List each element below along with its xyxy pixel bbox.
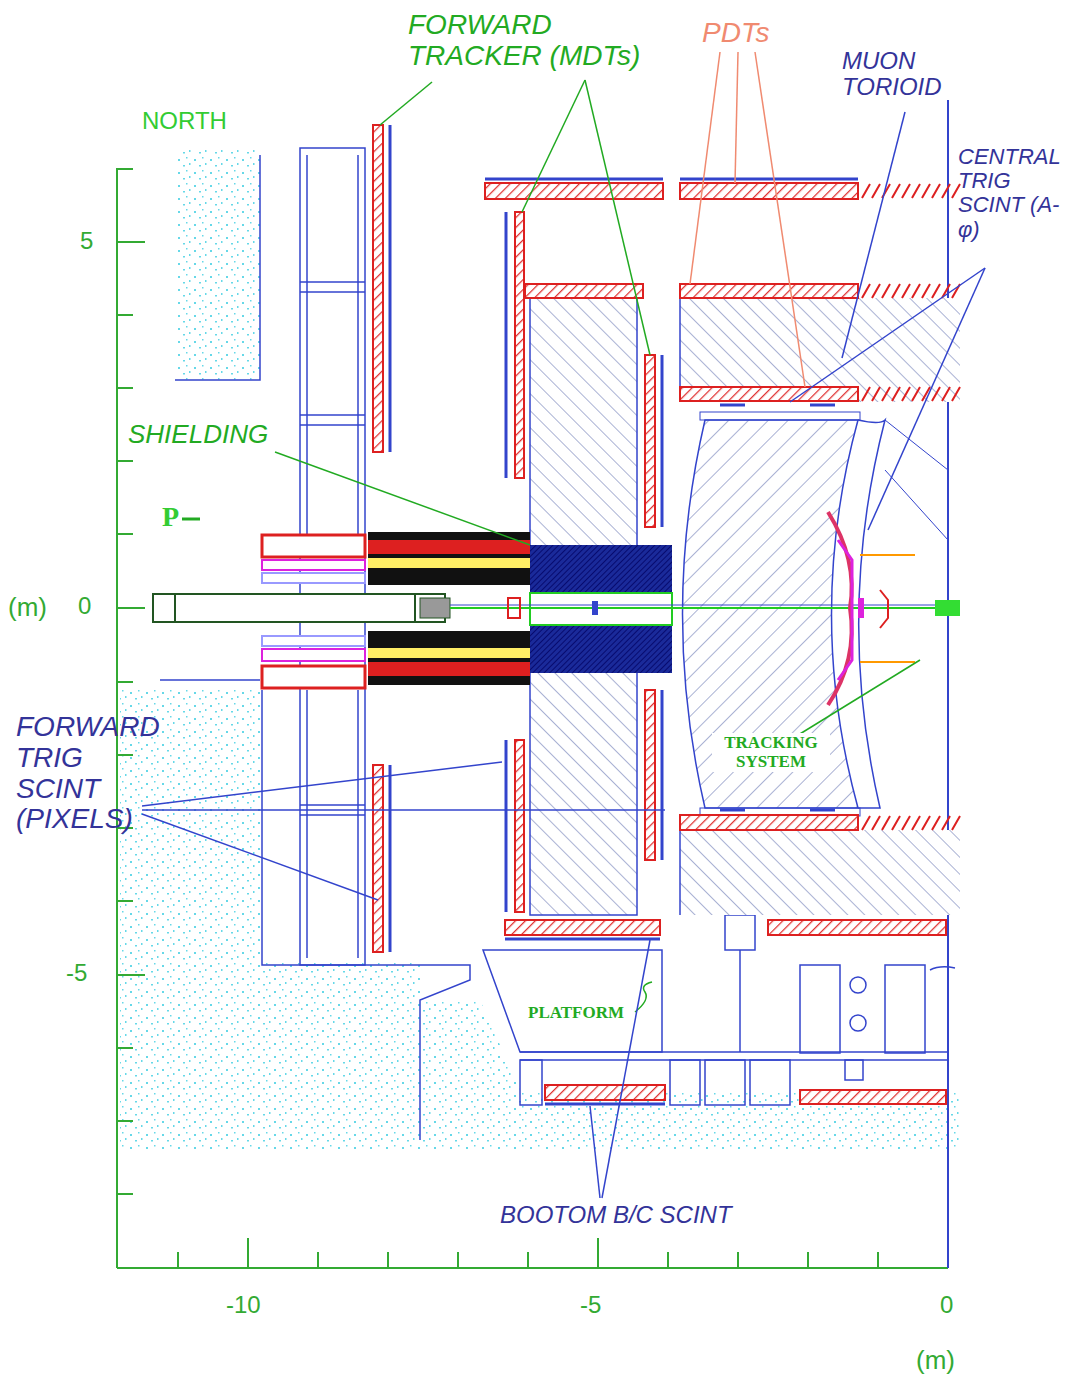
part-label: TRACKING SYSTEM	[712, 733, 830, 772]
part-label: MUON TORIOID	[842, 48, 962, 101]
axis-tick-label: -5	[580, 1292, 601, 1318]
axis-tick-label: 5	[80, 228, 93, 254]
beam-label: P	[162, 502, 179, 533]
region-label: NORTH	[142, 108, 227, 134]
part-label: FORWARD TRIG SCINT (PIXELS)	[16, 712, 156, 835]
part-label: FORWARD TRACKER (MDTs)	[408, 10, 658, 72]
axis-tick-label: 0	[940, 1292, 953, 1318]
part-label: BOOTOM B/C SCINT	[500, 1202, 732, 1228]
part-label: PDTs	[702, 18, 769, 49]
axis-tick-label: 0	[78, 593, 91, 619]
axis-unit: (m)	[8, 593, 47, 622]
part-label: CENTRAL TRIG SCINT (A-φ)	[958, 145, 1076, 242]
part-label: PLATFORM	[525, 1003, 627, 1024]
axis-unit: (m)	[916, 1346, 955, 1375]
axis-tick-label: -5	[66, 960, 87, 986]
axis-tick-label: -10	[226, 1292, 261, 1318]
part-label: SHIELDING	[128, 420, 268, 449]
